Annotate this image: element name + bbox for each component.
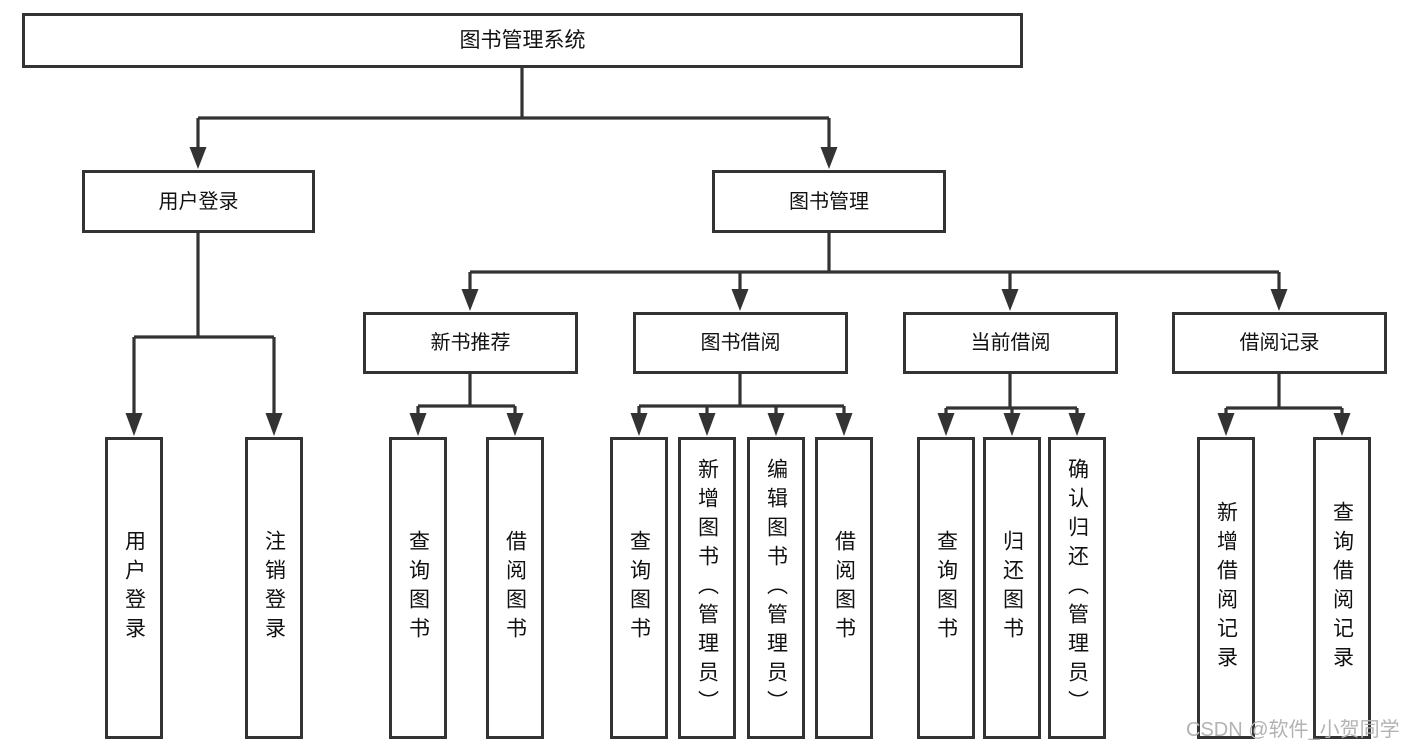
node-library-management-system: 图书管理系统 <box>22 13 1023 68</box>
leaf-return-books-label: 归还图书 <box>1000 530 1024 646</box>
leaf-query-books-borrowing-label: 查询图书 <box>627 530 651 646</box>
leaf-edit-book-admin: 编辑图书（管理员） <box>747 437 805 739</box>
arrow-down-icon <box>1068 413 1086 436</box>
node-current-borrowing-label: 当前借阅 <box>970 332 1051 354</box>
arrow-down-icon <box>820 147 838 169</box>
leaf-add-borrow-record-label: 新增借阅记录 <box>1214 501 1238 675</box>
arrow-down-icon <box>1003 413 1021 436</box>
leaf-query-borrow-record: 查询借阅记录 <box>1313 437 1371 739</box>
leaf-borrow-books-recommend-label: 借阅图书 <box>503 530 527 646</box>
leaf-query-books-recommend: 查询图书 <box>389 437 447 739</box>
node-book-management: 图书管理 <box>712 170 946 233</box>
arrow-down-icon <box>767 413 785 436</box>
node-borrowing-records: 借阅记录 <box>1172 312 1387 374</box>
leaf-query-books-recommend-label: 查询图书 <box>406 530 430 646</box>
leaf-query-books-borrowing: 查询图书 <box>610 437 668 739</box>
arrow-down-icon <box>1217 413 1235 436</box>
node-new-book-recommend-label: 新书推荐 <box>430 332 511 354</box>
leaf-borrow-books-borrowing: 借阅图书 <box>815 437 873 739</box>
node-user-login-label: 用户登录 <box>158 190 239 213</box>
node-book-management-label: 图书管理 <box>789 190 869 213</box>
arrow-down-icon <box>409 413 427 436</box>
arrow-down-icon <box>698 413 716 436</box>
node-book-borrowing-label: 图书借阅 <box>700 332 781 354</box>
arrow-down-icon <box>461 289 479 311</box>
arrow-down-icon <box>630 413 648 436</box>
arrow-down-icon <box>189 147 207 169</box>
arrow-down-icon <box>731 289 749 311</box>
arrowhead-icons <box>125 147 1351 436</box>
leaf-user-login-label: 用户登录 <box>122 530 146 646</box>
node-current-borrowing: 当前借阅 <box>903 312 1118 374</box>
leaf-add-book-admin-label: 新增图书（管理员） <box>695 457 719 719</box>
leaf-add-borrow-record: 新增借阅记录 <box>1197 437 1255 739</box>
leaf-logout-label: 注销登录 <box>262 530 286 646</box>
leaf-borrow-books-recommend: 借阅图书 <box>486 437 544 739</box>
csdn-watermark: CSDN @软件_小贺同学 <box>1186 719 1400 741</box>
leaf-logout: 注销登录 <box>245 437 303 739</box>
node-borrowing-records-label: 借阅记录 <box>1239 332 1320 354</box>
arrow-down-icon <box>835 413 853 436</box>
node-user-login: 用户登录 <box>82 170 315 233</box>
arrow-down-icon <box>265 413 283 436</box>
arrow-down-icon <box>937 413 955 436</box>
leaf-confirm-return-admin-label: 确认归还（管理员） <box>1065 457 1089 719</box>
arrow-down-icon <box>1333 413 1351 436</box>
leaf-query-books-current: 查询图书 <box>917 437 975 739</box>
leaf-edit-book-admin-label: 编辑图书（管理员） <box>764 457 788 719</box>
arrow-down-icon <box>125 413 143 436</box>
leaf-user-login: 用户登录 <box>105 437 163 739</box>
arrow-down-icon <box>1001 289 1019 311</box>
node-library-management-system-label: 图书管理系统 <box>459 29 586 52</box>
leaf-return-books: 归还图书 <box>983 437 1041 739</box>
arrow-down-icon <box>1270 289 1288 311</box>
node-book-borrowing: 图书借阅 <box>633 312 848 374</box>
tree-edges <box>132 68 1344 416</box>
leaf-confirm-return-admin: 确认归还（管理员） <box>1048 437 1106 739</box>
arrow-down-icon <box>506 413 524 436</box>
leaf-add-book-admin: 新增图书（管理员） <box>678 437 736 739</box>
leaf-query-books-current-label: 查询图书 <box>934 530 958 646</box>
leaf-query-borrow-record-label: 查询借阅记录 <box>1330 501 1354 675</box>
node-new-book-recommend: 新书推荐 <box>363 312 578 374</box>
leaf-borrow-books-borrowing-label: 借阅图书 <box>832 530 856 646</box>
